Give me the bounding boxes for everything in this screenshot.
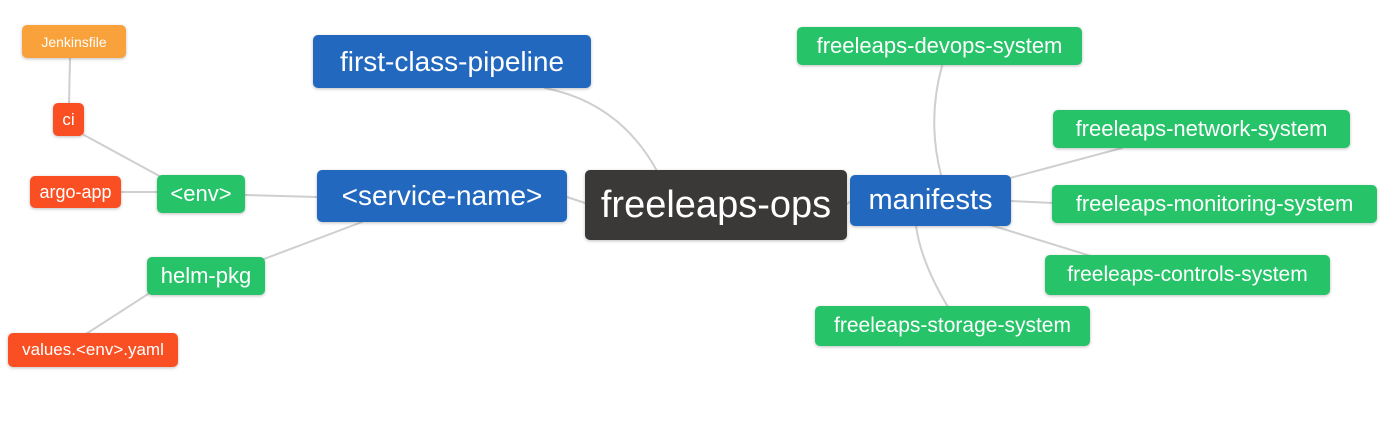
node-manifests[interactable]: manifests: [850, 175, 1011, 226]
edge-service-name-env: [244, 194, 318, 198]
node-label: first-class-pipeline: [339, 45, 565, 77]
edge-manifests-freeleaps-storage-system: [915, 225, 949, 308]
edge-ci-jenkinsfile: [68, 57, 71, 105]
node-label: values.<env>.yaml: [22, 340, 164, 359]
node-label: helm-pkg: [160, 263, 252, 288]
edge-env-ci: [83, 134, 164, 179]
node-service-name[interactable]: <service-name>: [317, 170, 567, 222]
node-freeleaps-devops-system[interactable]: freeleaps-devops-system: [797, 27, 1082, 65]
node-label: <service-name>: [341, 180, 543, 211]
node-label: Jenkinsfile: [41, 33, 107, 50]
edge-manifests-freeleaps-devops-system: [933, 65, 943, 176]
edge-manifests-freeleaps-network-system: [1009, 147, 1123, 179]
node-freeleaps-ops[interactable]: freeleaps-ops: [585, 170, 847, 240]
node-freeleaps-storage-system[interactable]: freeleaps-storage-system: [815, 306, 1090, 346]
node-jenkinsfile[interactable]: Jenkinsfile: [22, 25, 126, 58]
edge-freeleaps-ops-first-class-pipeline: [544, 87, 658, 172]
node-label: freeleaps-ops: [600, 183, 832, 226]
node-label: freeleaps-monitoring-system: [1075, 191, 1354, 216]
edge-manifests-freeleaps-monitoring-system: [1010, 200, 1054, 204]
node-argo-app[interactable]: argo-app: [30, 176, 121, 208]
node-label: freeleaps-devops-system: [816, 33, 1063, 58]
node-ci[interactable]: ci: [53, 103, 84, 136]
node-helm-pkg[interactable]: helm-pkg: [147, 257, 265, 295]
edge-service-name-helm-pkg: [263, 221, 363, 260]
edge-freeleaps-ops-service-name: [566, 196, 586, 204]
node-env[interactable]: <env>: [157, 175, 245, 213]
node-label: ci: [62, 109, 75, 129]
node-label: freeleaps-controls-system: [1067, 263, 1308, 286]
edge-manifests-freeleaps-controls-system: [983, 222, 1095, 258]
node-label: freeleaps-storage-system: [834, 314, 1071, 337]
node-freeleaps-network-system[interactable]: freeleaps-network-system: [1053, 110, 1350, 148]
node-label: argo-app: [39, 181, 112, 202]
node-label: manifests: [868, 184, 993, 216]
node-freeleaps-monitoring-system[interactable]: freeleaps-monitoring-system: [1052, 185, 1377, 223]
node-freeleaps-controls-system[interactable]: freeleaps-controls-system: [1045, 255, 1330, 295]
node-first-class-pipeline[interactable]: first-class-pipeline: [313, 35, 591, 88]
node-label: <env>: [170, 181, 232, 206]
edge-helm-pkg-values-env-yaml: [85, 293, 149, 335]
node-label: freeleaps-network-system: [1075, 116, 1328, 141]
node-values-env-yaml[interactable]: values.<env>.yaml: [8, 333, 178, 367]
